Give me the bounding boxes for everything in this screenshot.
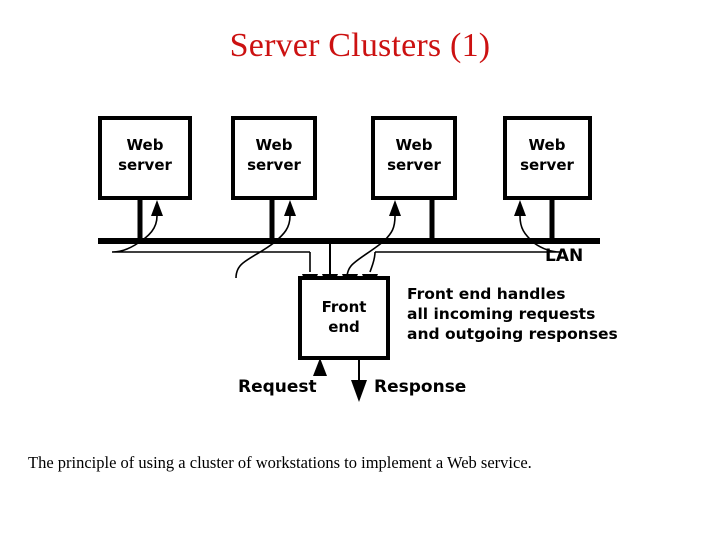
cluster-diagram: Web server Web server Web server	[0, 100, 720, 420]
web-server-node-1[interactable]: Web server	[98, 116, 192, 241]
web-server-label-2-line1: Web	[256, 136, 293, 154]
request-arrowhead	[313, 358, 327, 376]
web-server-box-4[interactable]	[503, 116, 592, 200]
dispatch-curve-1	[111, 215, 310, 253]
web-server-node-4[interactable]: Web server	[503, 116, 592, 241]
front-end-note-line-2: all incoming requests	[407, 305, 595, 323]
web-server-label-4-line1: Web	[529, 136, 566, 154]
web-server-label-2-line2: server	[247, 156, 301, 174]
request-label: Request	[238, 377, 317, 397]
response-arrowhead	[351, 380, 367, 402]
uplink-arrowhead-1	[151, 200, 163, 216]
web-server-label-1-line2: server	[118, 156, 172, 174]
front-end-note-line-3: and outgoing responses	[407, 325, 618, 343]
page-title: Server Clusters (1)	[229, 27, 491, 64]
dispatch-curve-4-tail	[369, 251, 376, 273]
front-end-node[interactable]: Front end	[298, 276, 390, 360]
web-server-label-4-line2: server	[520, 156, 574, 174]
uplink-arrowhead-3	[389, 200, 401, 216]
front-end-label-line1: Front	[322, 298, 367, 316]
web-server-box-3[interactable]	[371, 116, 457, 200]
uplink-arrowhead-2	[284, 200, 296, 216]
dispatch-curve-3	[346, 215, 396, 279]
front-end-label-line2: end	[328, 318, 360, 336]
web-server-label-3-line1: Web	[396, 136, 433, 154]
slide-caption: The principle of using a cluster of work…	[28, 453, 532, 472]
web-server-label-1-line1: Web	[127, 136, 164, 154]
web-server-label-3-line2: server	[387, 156, 441, 174]
web-server-box-2[interactable]	[231, 116, 317, 200]
web-server-node-3[interactable]: Web server	[371, 116, 457, 241]
web-server-box-1[interactable]	[98, 116, 192, 200]
dispatch-curve-2	[235, 215, 291, 279]
lan-label: LAN	[545, 246, 583, 266]
front-end-box[interactable]	[298, 276, 390, 360]
response-label: Response	[374, 377, 466, 397]
front-end-note-line-1: Front end handles	[407, 285, 565, 303]
dispatch-curve-4	[375, 215, 561, 253]
uplink-arrowhead-4	[514, 200, 526, 216]
web-server-node-2[interactable]: Web server	[231, 116, 317, 241]
